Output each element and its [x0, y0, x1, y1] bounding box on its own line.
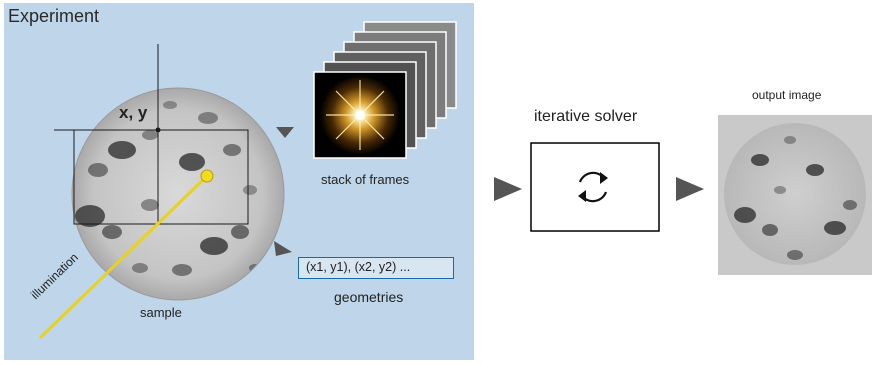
arrow-to-frames — [276, 127, 294, 138]
coordinate-axes — [54, 44, 249, 225]
coords-label: x, y — [119, 103, 148, 122]
frame-stack — [313, 21, 457, 159]
sample-label: sample — [140, 305, 182, 320]
output-image — [718, 115, 872, 275]
origin-point — [155, 127, 161, 133]
experiment-title: Experiment — [8, 6, 100, 26]
geometries-label: geometries — [334, 289, 404, 305]
arrow-to-geometries — [274, 241, 292, 256]
solver-title: iterative solver — [534, 108, 638, 125]
geometries-box: (x1, y1), (x2, y2) ... — [298, 257, 454, 279]
illumination-beam — [38, 169, 214, 340]
solver-box — [530, 142, 660, 232]
output-title: output image — [752, 88, 822, 102]
frames-label: stack of frames — [321, 172, 410, 187]
arrow-to-output — [676, 177, 704, 201]
arrow-to-solver — [494, 177, 522, 201]
sample-disk — [71, 87, 285, 301]
refresh-cycle-icon — [578, 171, 608, 203]
